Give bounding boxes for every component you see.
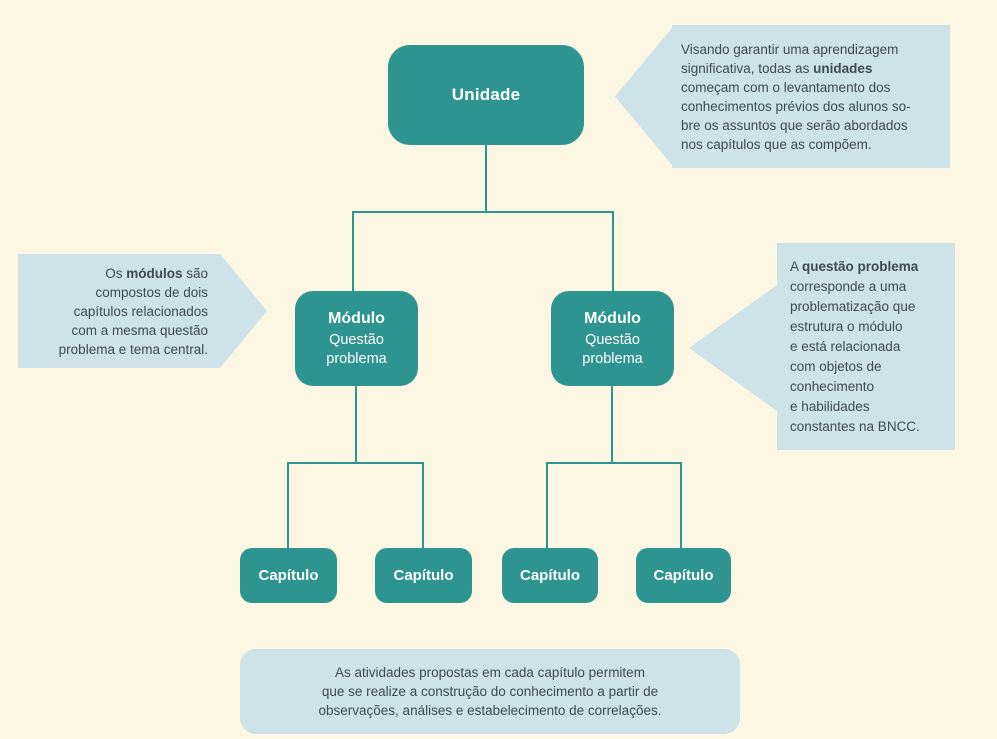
capitulo-label: Capítulo — [258, 567, 319, 584]
questao-callout: A questão problema corresponde a uma pro… — [777, 243, 955, 450]
capitulo-callout: As atividades propostas em cada capítulo… — [240, 649, 740, 734]
modulo-left-subtitle: Questão problema — [326, 332, 387, 367]
capitulo-node-2: Capítulo — [375, 548, 472, 603]
modulo-right-node: Módulo Questão problema — [551, 291, 674, 386]
capitulo-node-3: Capítulo — [502, 548, 598, 603]
modulo-right-subtitle: Questão problema — [582, 332, 643, 367]
capitulo-label: Capítulo — [520, 567, 580, 584]
unidade-label: Unidade — [451, 85, 521, 104]
unidade-callout: Visando garantir uma aprendizagem signif… — [672, 25, 950, 168]
modulo-left-node: Módulo Questão problema — [295, 291, 418, 386]
modulo-right-title: Módulo — [584, 310, 641, 327]
capitulo-node-4: Capítulo — [636, 548, 731, 603]
modulo-callout-text: Os módulos são compostos de dois capítul… — [58, 265, 208, 357]
capitulo-callout-text: As atividades propostas em cada capítulo… — [318, 665, 662, 718]
unidade-node: Unidade — [388, 45, 584, 145]
capitulo-node-1: Capítulo — [240, 548, 337, 603]
questao-callout-text: A questão problema corresponde a uma pro… — [790, 258, 920, 434]
capitulo-label: Capítulo — [653, 567, 714, 584]
capitulo-label: Capítulo — [393, 567, 454, 584]
unidade-callout-text: Visando garantir uma aprendizagem signif… — [681, 41, 911, 152]
modulo-left-title: Módulo — [328, 310, 385, 327]
modulo-callout: Os módulos são compostos de dois capítul… — [18, 254, 220, 368]
